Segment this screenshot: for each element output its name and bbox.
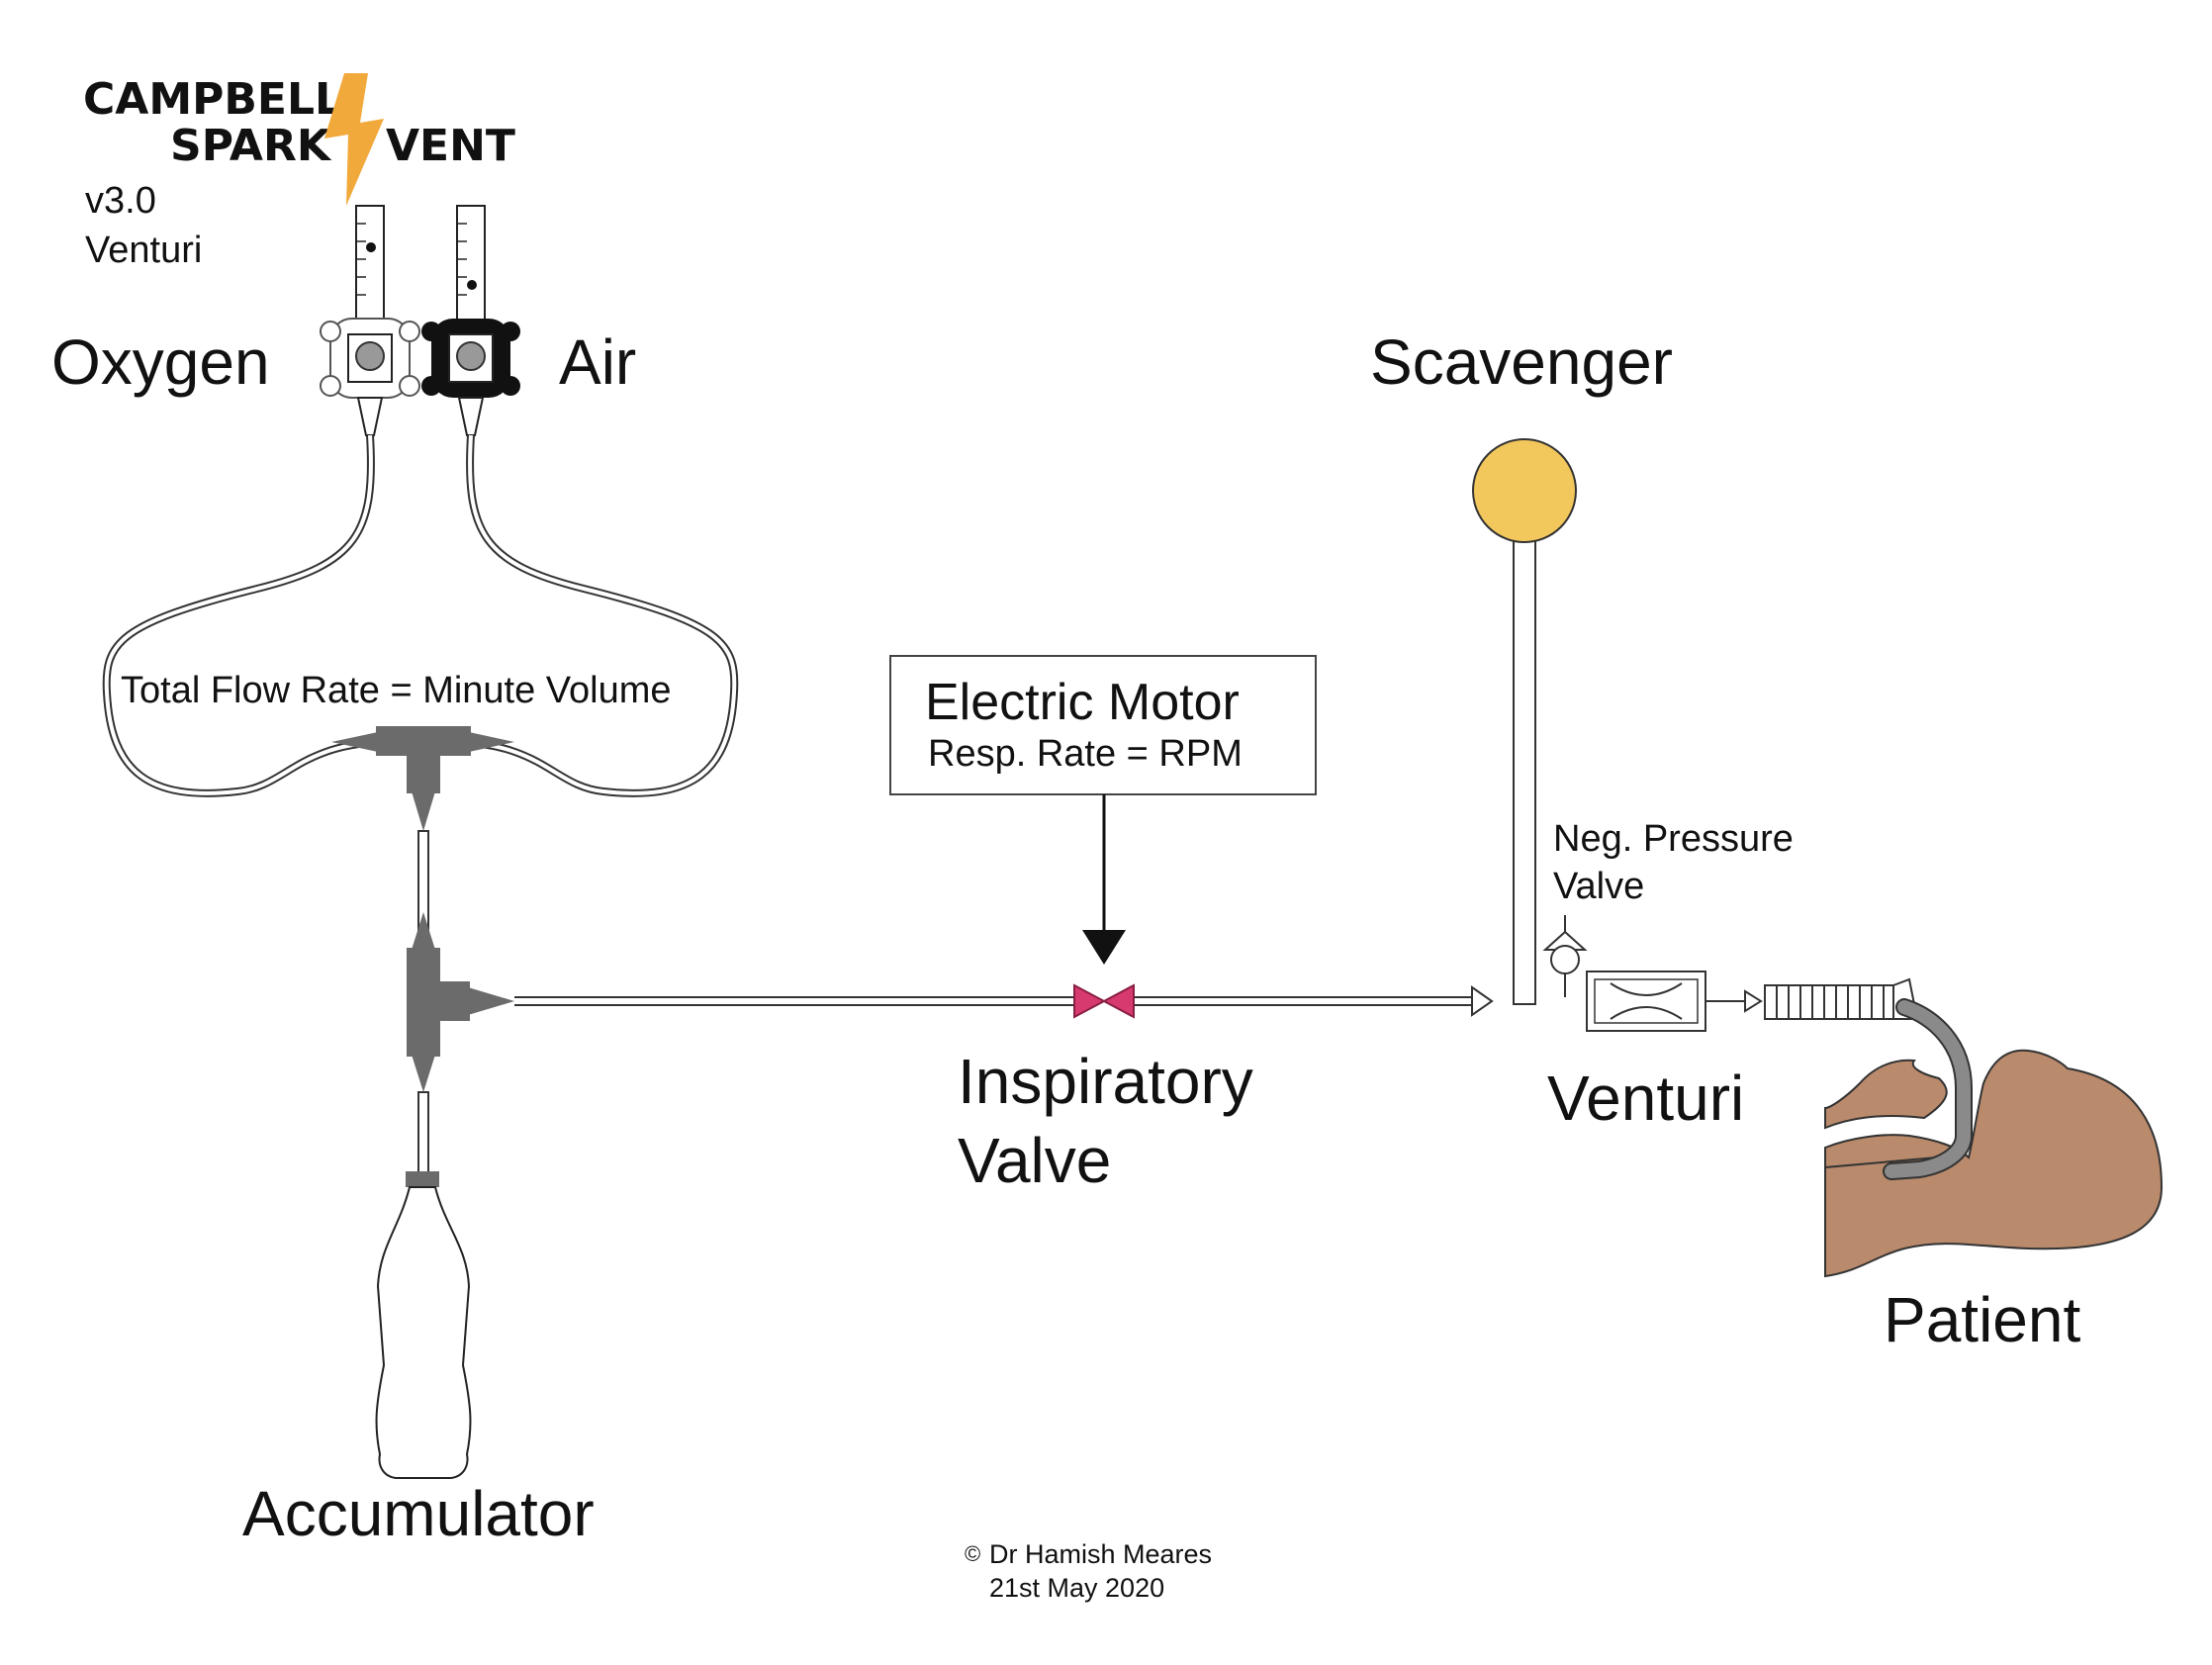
lightning-bolt-icon: [324, 73, 384, 206]
inspiratory-label-line2: Valve: [958, 1125, 1111, 1196]
scavenger-label: Scavenger: [1370, 326, 1673, 398]
gas-hoses: [102, 434, 739, 797]
oxygen-flowmeter: [320, 205, 420, 436]
patient-label: Patient: [1884, 1284, 2080, 1355]
brand-line-1: CAMPBELL: [83, 74, 342, 125]
accumulator-label: Accumulator: [242, 1478, 595, 1549]
motor-subtitle: Resp. Rate = RPM: [928, 733, 1243, 775]
oxygen-label: Oxygen: [51, 326, 270, 398]
scavenger-ball-icon: [1472, 438, 1577, 543]
credit-author: Dr Hamish Meares: [989, 1539, 1212, 1569]
air-knob-icon: [456, 341, 486, 371]
neg-pressure-valve-icon: [1542, 915, 1588, 997]
brand-logo: CAMPBELL SPARK VENT v3.0 Venturi: [83, 73, 515, 271]
credit-date: 21st May 2020: [989, 1573, 1164, 1603]
neg-pressure-label-line1: Neg. Pressure: [1553, 818, 1794, 860]
inspiratory-label-line1: Inspiratory: [958, 1046, 1253, 1117]
endotracheal-tube-icon: [1883, 998, 1973, 1180]
patient-head: [1824, 1049, 2164, 1278]
electric-motor-box: Electric Motor Resp. Rate = RPM: [889, 655, 1317, 795]
oxygen-knob-icon: [355, 341, 385, 371]
oxygen-float-ball: [366, 242, 376, 252]
scavenger-unit: [1472, 438, 1577, 1005]
main-inspiratory-line: [514, 985, 1494, 1017]
version-label: v3.0: [85, 180, 156, 222]
venturi-label: Venturi: [1547, 1063, 1744, 1134]
inspiratory-valve-icon: [1073, 983, 1135, 1019]
variant-label: Venturi: [85, 230, 202, 271]
air-flowmeter: [421, 205, 520, 436]
venturi-device: [1586, 971, 1763, 1032]
lower-t-connector: [407, 912, 514, 1092]
motor-arrow-icon: [1082, 794, 1126, 965]
air-float-ball: [467, 280, 477, 290]
air-label: Air: [559, 326, 636, 398]
copyright-symbol: ©: [965, 1541, 980, 1566]
total-flow-label: Total Flow Rate = Minute Volume: [121, 670, 672, 711]
corrugated-tube: [1764, 977, 1919, 1020]
neg-pressure-label-line2: Valve: [1553, 866, 1644, 907]
brand-line-2-vent: VENT: [386, 121, 515, 171]
brand-line-2-spark: SPARK: [170, 121, 332, 171]
motor-title: Electric Motor: [925, 674, 1240, 731]
top-t-connector: [331, 726, 514, 831]
accumulator-tube: [417, 1091, 429, 1174]
credit-block: © Dr Hamish Meares 21st May 2020: [965, 1539, 1212, 1603]
accumulator-bottle: [375, 1171, 472, 1479]
